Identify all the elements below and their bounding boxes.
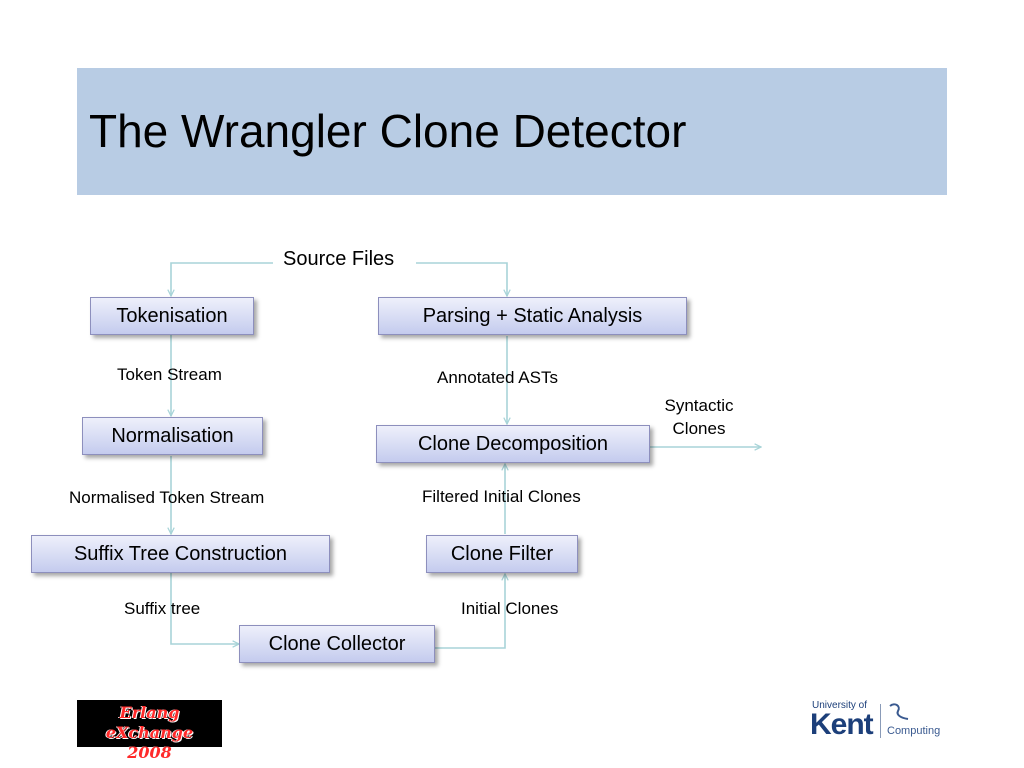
suffix-tree-construction-box: Suffix Tree Construction bbox=[31, 535, 330, 573]
syntactic-clones-line1: Syntactic bbox=[664, 396, 734, 415]
filtered-initial-clones-label: Filtered Initial Clones bbox=[422, 487, 581, 506]
source-files-label: Source Files bbox=[283, 248, 395, 270]
arrow-source-to-parsing bbox=[416, 262, 507, 296]
erlang-exchange-logo: Erlang eXchange 2008 bbox=[77, 700, 222, 762]
syntactic-clones-label: Syntactic Clones bbox=[652, 396, 746, 439]
kent-university-text: University of bbox=[812, 700, 868, 711]
tokenisation-box: Tokenisation bbox=[90, 297, 254, 335]
slide-title: The Wrangler Clone Detector bbox=[89, 105, 687, 157]
kent-name-text: Kent bbox=[810, 708, 874, 741]
parsing-static-analysis-box: Parsing + Static Analysis bbox=[378, 297, 687, 335]
title-banner: The Wrangler Clone Detector bbox=[77, 68, 947, 195]
initial-clones-label: Initial Clones bbox=[461, 599, 559, 618]
clone-decomposition-box: Clone Decomposition bbox=[376, 425, 650, 463]
kent-swirl-icon bbox=[889, 703, 909, 720]
normalised-token-stream-label: Normalised Token Stream bbox=[69, 488, 265, 507]
university-of-kent-logo: University of Kent Computing bbox=[810, 700, 950, 744]
syntactic-clones-line2: Clones bbox=[672, 419, 726, 438]
erlang-logo-line2: 2008 bbox=[127, 743, 172, 762]
clone-collector-box: Clone Collector bbox=[239, 625, 435, 663]
clone-filter-box: Clone Filter bbox=[426, 535, 578, 573]
arrow-source-to-tokenisation bbox=[171, 262, 273, 296]
erlang-logo-line1: Erlang eXchange bbox=[105, 703, 194, 742]
annotated-asts-label: Annotated ASTs bbox=[437, 368, 558, 387]
arrow-suffix-tree-to-collector bbox=[170, 573, 239, 644]
normalisation-box: Normalisation bbox=[82, 417, 263, 455]
kent-department-text: Computing bbox=[887, 725, 941, 737]
arrow-collector-to-filter bbox=[435, 574, 505, 649]
suffix-tree-label: Suffix tree bbox=[124, 599, 201, 618]
token-stream-label: Token Stream bbox=[117, 365, 222, 384]
kent-logo-divider bbox=[880, 704, 881, 738]
